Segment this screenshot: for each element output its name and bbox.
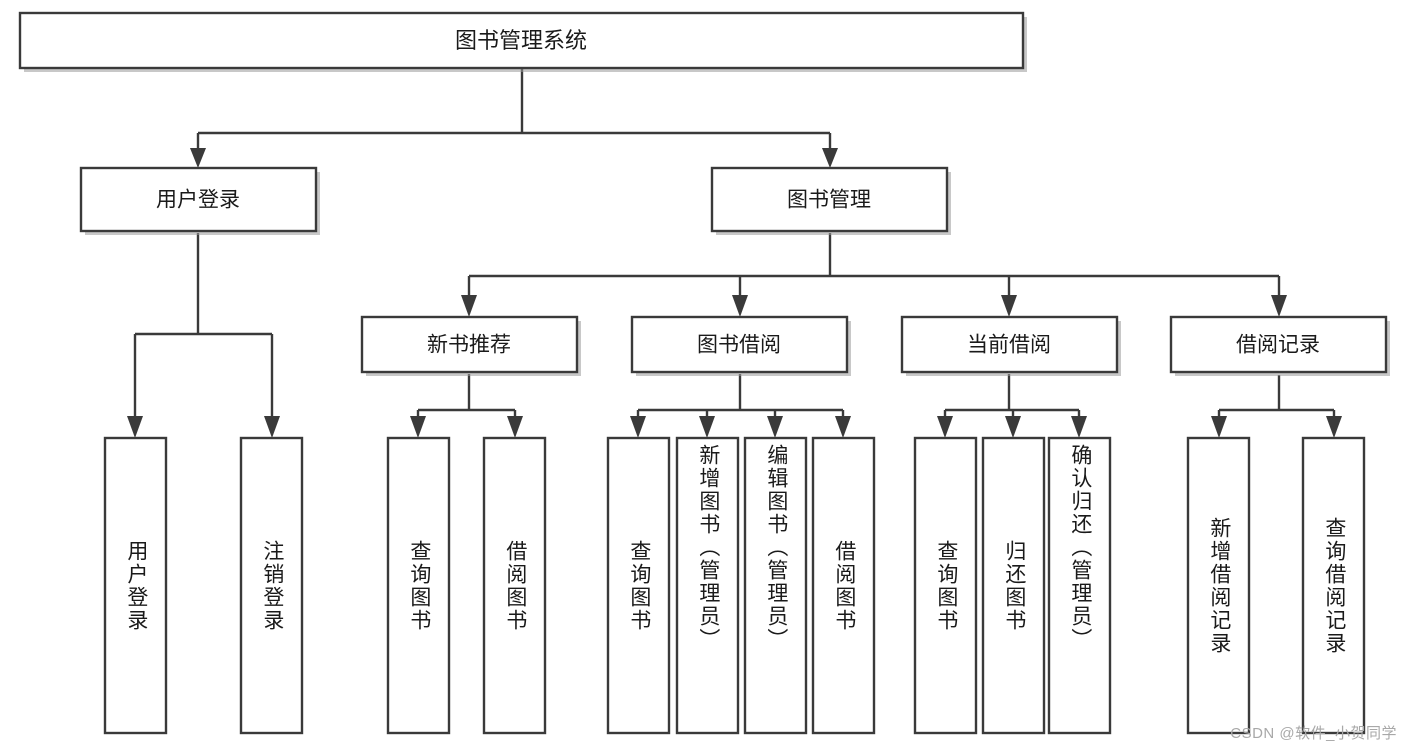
leaf-box-confirm-return[interactable]: [1047, 436, 1112, 735]
node-book-manage[interactable]: 图书管理: [710, 166, 951, 235]
node-borrow-record[interactable]: 借阅记录: [1169, 315, 1390, 376]
arrow-newbook-leaf-1: [410, 416, 426, 438]
node-book-borrow-label: 图书借阅: [697, 334, 781, 357]
arrow-bookborrow-leaf-4: [835, 416, 851, 438]
leaf-box-user-logout[interactable]: [239, 436, 304, 735]
arrow-currentborrow-leaf-1: [937, 416, 953, 438]
node-current-borrow[interactable]: 当前借阅: [900, 315, 1121, 376]
node-current-borrow-label: 当前借阅: [967, 334, 1051, 357]
connector-layer: [127, 68, 1342, 438]
leaf-box-query-book-2[interactable]: [606, 436, 671, 735]
arrow-newbook-leaf-2: [507, 416, 523, 438]
arrow-borrowrecord-leaf-2: [1326, 416, 1342, 438]
leaf-box-query-record[interactable]: [1301, 436, 1366, 735]
node-user-login-label: 用户登录: [156, 189, 240, 212]
arrow-root-to-user-login: [190, 148, 206, 168]
arrow-bookborrow-leaf-1: [630, 416, 646, 438]
arrow-bookmanage-l3-3: [1001, 295, 1017, 317]
node-book-manage-label: 图书管理: [787, 189, 871, 212]
node-book-borrow[interactable]: 图书借阅: [630, 315, 851, 376]
leaf-box-borrow-book-1[interactable]: [482, 436, 547, 735]
arrow-bookborrow-leaf-2: [699, 416, 715, 438]
node-new-book-recommend-label: 新书推荐: [427, 334, 511, 357]
arrow-bookmanage-l3-1: [461, 295, 477, 317]
node-new-book-recommend[interactable]: 新书推荐: [360, 315, 581, 376]
node-root-label: 图书管理系统: [455, 28, 587, 53]
node-root[interactable]: 图书管理系统: [18, 11, 1027, 72]
node-book-manage-box[interactable]: [710, 166, 949, 233]
leaf-box-borrow-book-2[interactable]: [811, 436, 876, 735]
leaf-box-add-record[interactable]: [1186, 436, 1251, 735]
node-new-book-recommend-box[interactable]: [360, 315, 579, 374]
arrow-root-to-book-manage: [822, 148, 838, 168]
node-book-borrow-box[interactable]: [630, 315, 849, 374]
node-current-borrow-box[interactable]: [900, 315, 1119, 374]
node-user-login[interactable]: 用户登录: [79, 166, 320, 235]
arrow-userlogin-leaf-1: [127, 416, 143, 438]
arrow-bookmanage-l3-2: [732, 295, 748, 317]
node-user-login-box[interactable]: [79, 166, 318, 233]
leaf-box-return-book[interactable]: [981, 436, 1046, 735]
arrow-userlogin-leaf-2: [264, 416, 280, 438]
leaf-boxes-layer: [103, 436, 1366, 735]
watermark-text: CSDN @软件_小贺同学: [1230, 725, 1397, 742]
arrow-borrowrecord-leaf-1: [1211, 416, 1227, 438]
leaf-box-edit-book[interactable]: [743, 436, 808, 735]
leaf-box-query-book-1[interactable]: [386, 436, 451, 735]
leaf-box-add-book[interactable]: [675, 436, 740, 735]
arrow-bookborrow-leaf-3: [767, 416, 783, 438]
arrow-currentborrow-leaf-2: [1005, 416, 1021, 438]
node-root-box[interactable]: [18, 11, 1025, 70]
leaf-box-user-login[interactable]: [103, 436, 168, 735]
leaf-box-query-book-3[interactable]: [913, 436, 978, 735]
arrow-currentborrow-leaf-3: [1071, 416, 1087, 438]
arrow-bookmanage-l3-4: [1271, 295, 1287, 317]
node-borrow-record-label: 借阅记录: [1236, 334, 1320, 357]
node-borrow-record-box[interactable]: [1169, 315, 1388, 374]
